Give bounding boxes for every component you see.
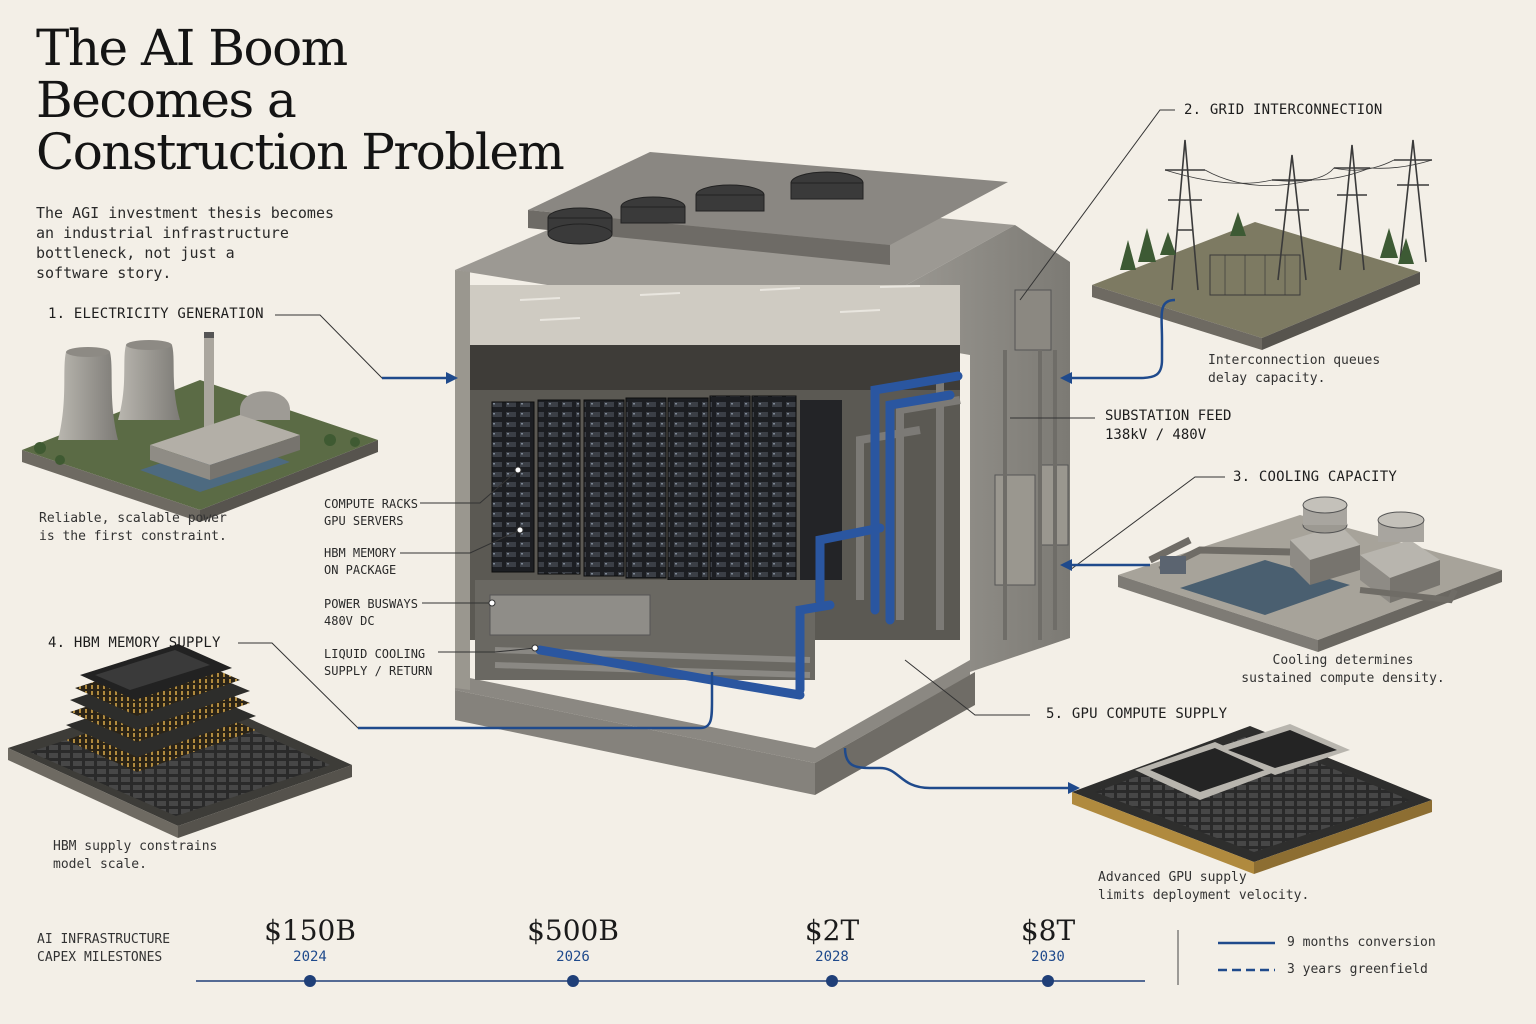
milestone-2026-amount: $500B <box>527 914 619 947</box>
milestone-2030-year: 2030 <box>1031 949 1065 965</box>
callout-compute-racks: COMPUTE RACKS GPU SERVERS <box>324 496 418 529</box>
milestone-2030-amount: $8T <box>1020 914 1076 947</box>
callout-compute-racks-line-1: COMPUTE RACKS <box>324 497 418 511</box>
legend-dashed-label: 3 years greenfield <box>1287 962 1428 977</box>
callout-power-busways-line-1: POWER BUSWAYS <box>324 597 418 611</box>
substation-feed-label: SUBSTATION FEED 138kV / 480V <box>1105 407 1231 445</box>
callout-hbm-memory-line-2: ON PACKAGE <box>324 562 397 577</box>
hbm-heading: 4. HBM MEMORY SUPPLY <box>48 635 221 651</box>
subtitle-line-3: bottleneck, not just a <box>36 244 235 262</box>
timeline-dot-2026 <box>567 975 579 987</box>
cooling-heading: 3. COOLING CAPACITY <box>1233 469 1397 485</box>
callout-compute-racks-line-2: GPU SERVERS <box>324 513 404 528</box>
power-plant-illustration <box>22 332 378 522</box>
grid-heading: 2. GRID INTERCONNECTION <box>1184 102 1383 118</box>
milestone-2026-year: 2026 <box>556 949 590 965</box>
callout-hbm-memory-line-1: HBM MEMORY <box>324 546 397 560</box>
callout-power-busways: POWER BUSWAYS 480V DC <box>324 596 418 629</box>
compute-racks-graphic <box>491 395 842 583</box>
timeline-dot-2024 <box>304 975 316 987</box>
hbm-caption-line-1: HBM supply constrains <box>53 839 218 854</box>
electricity-heading: 1. ELECTRICITY GENERATION <box>48 306 264 322</box>
gpu-heading: 5. GPU COMPUTE SUPPLY <box>1046 706 1228 722</box>
data-center-building <box>455 152 1070 795</box>
cooling-caption-line-1: Cooling determines <box>1272 653 1414 668</box>
electricity-caption: Reliable, scalable power is the first co… <box>39 510 227 545</box>
callout-power-busways-line-2: 480V DC <box>324 613 375 628</box>
electricity-caption-line-2: is the first constraint. <box>39 528 227 544</box>
cooling-plant-illustration <box>1118 496 1502 652</box>
callout-liquid-cooling-line-1: LIQUID COOLING <box>324 647 426 661</box>
milestone-2024-year: 2024 <box>293 949 327 965</box>
gpu-caption-line-2: limits deployment velocity. <box>1098 887 1310 903</box>
grid-substation-illustration <box>1092 139 1433 350</box>
subtitle-line-1: The AGI investment thesis becomes <box>36 204 335 222</box>
title-line-3: Construction Problem <box>36 123 565 181</box>
milestone-2028-year: 2028 <box>815 949 849 965</box>
title-line-1: The AI Boom <box>36 19 348 77</box>
timeline-label-line-2: CAPEX MILESTONES <box>37 949 163 965</box>
cooling-caption-line-2: sustained compute density. <box>1241 670 1445 686</box>
subtitle-line-2: an industrial infrastructure <box>36 224 289 242</box>
legend-solid-label: 9 months conversion <box>1287 935 1436 950</box>
page-title: The AI Boom Becomes a Construction Probl… <box>36 22 596 178</box>
timeline-graphic <box>196 930 1275 987</box>
hbm-caption-line-2: model scale. <box>53 856 147 872</box>
timeline-dot-2028 <box>826 975 838 987</box>
grid-caption-line-1: Interconnection queues <box>1208 353 1381 368</box>
substation-line-1: SUBSTATION FEED <box>1105 408 1232 424</box>
subtitle-line-4: software story. <box>36 264 172 282</box>
gpu-caption-line-1: Advanced GPU supply <box>1098 870 1247 885</box>
callout-liquid-cooling-line-2: SUPPLY / RETURN <box>324 663 433 678</box>
cooling-caption: Cooling determines sustained compute den… <box>1240 652 1446 687</box>
substation-line-2: 138kV / 480V <box>1105 427 1207 443</box>
connector-lines <box>238 109 1225 794</box>
page-subtitle: The AGI investment thesis becomes an ind… <box>36 203 366 283</box>
grid-caption: Interconnection queues delay capacity. <box>1208 352 1380 387</box>
gpu-board-illustration <box>1072 724 1432 874</box>
gpu-caption: Advanced GPU supply limits deployment ve… <box>1098 869 1309 904</box>
electricity-caption-line-1: Reliable, scalable power <box>39 511 227 526</box>
milestone-2024-amount: $150B <box>264 914 356 947</box>
timeline-label-line-1: AI INFRASTRUCTURE <box>37 932 171 947</box>
timeline-dot-2030 <box>1042 975 1054 987</box>
title-line-2: Becomes a <box>36 71 297 129</box>
timeline-label: AI INFRASTRUCTURE CAPEX MILESTONES <box>37 931 170 966</box>
callout-liquid-cooling: LIQUID COOLING SUPPLY / RETURN <box>324 646 432 679</box>
milestone-2028-amount: $2T <box>804 914 860 947</box>
grid-caption-line-2: delay capacity. <box>1208 370 1326 386</box>
hbm-caption: HBM supply constrains model scale. <box>53 838 217 873</box>
callout-hbm-memory: HBM MEMORY ON PACKAGE <box>324 545 396 578</box>
hbm-memory-illustration <box>8 644 352 838</box>
